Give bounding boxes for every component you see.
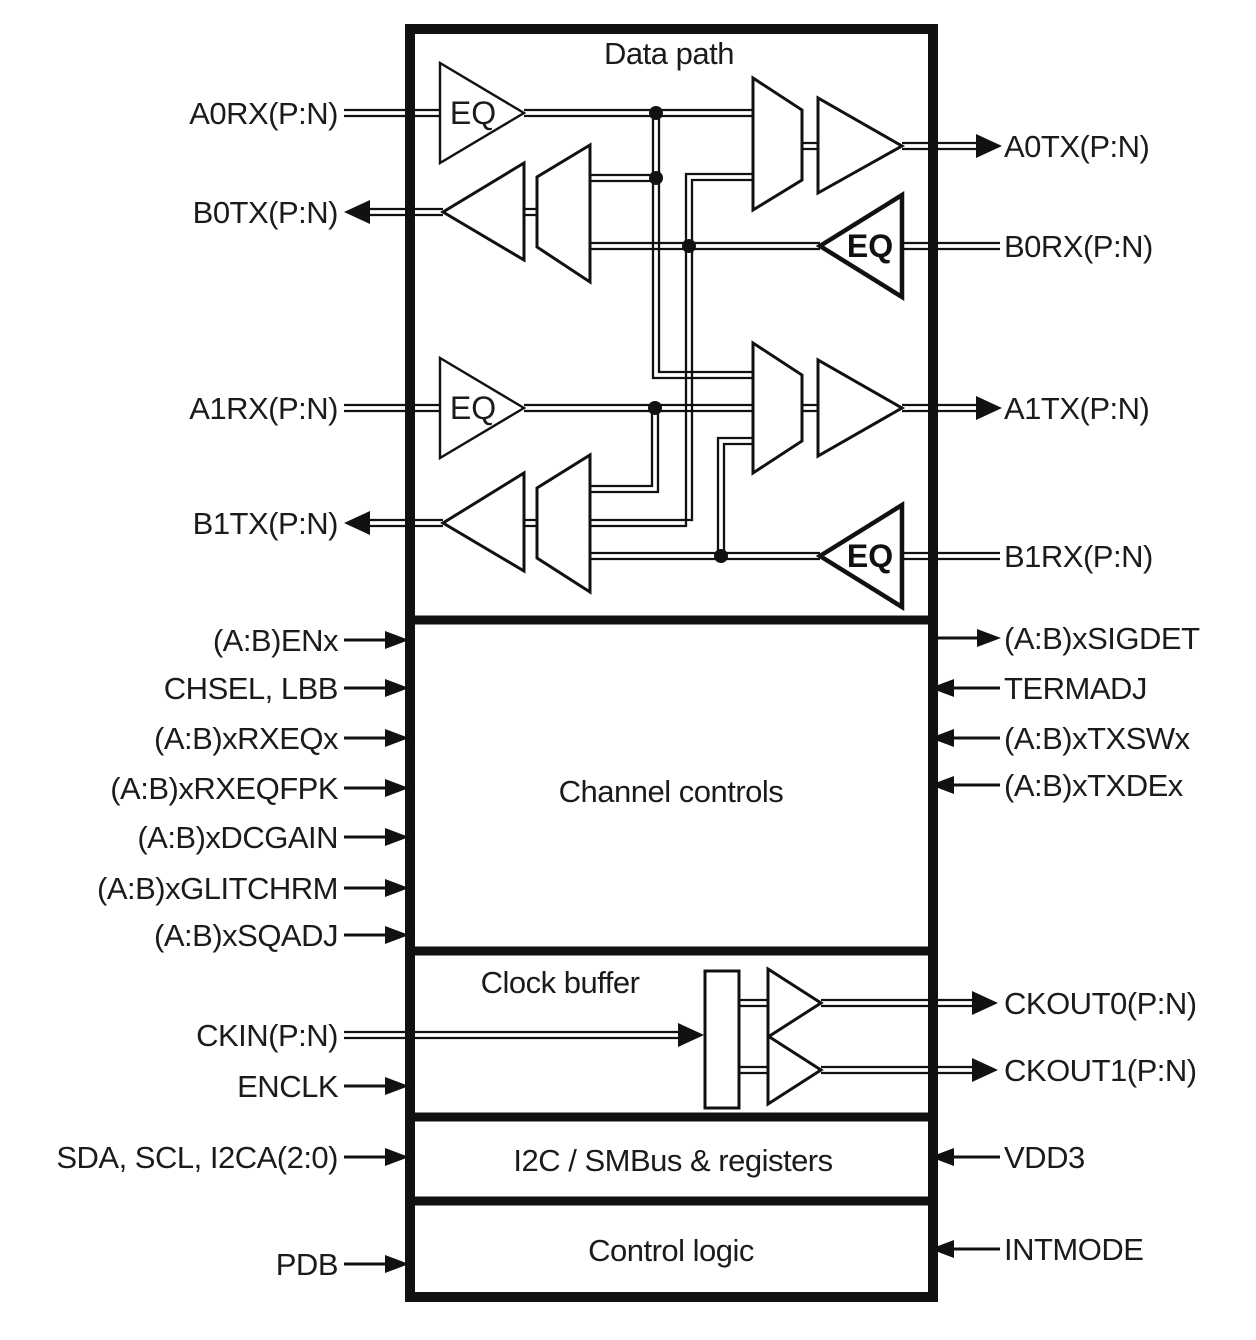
clock-driver-1 (766, 1033, 824, 1107)
b0rx-eq-label: EQ (847, 228, 893, 264)
pin-label-pdb: PDB (276, 1247, 338, 1282)
a1-mux (751, 340, 804, 476)
pin-label-intmode: INTMODE (1004, 1232, 1143, 1267)
section-title-clock-buffer: Clock buffer (481, 965, 640, 1000)
loopback-vertical-b0-tap (590, 172, 753, 528)
left-control-lines (344, 638, 388, 1266)
b1-mux (535, 452, 592, 595)
pin-label-a1tx: A1TX(P:N) (1004, 391, 1149, 426)
section-title-i2c: I2C / SMBus & registers (513, 1143, 832, 1178)
pin-label-termadj: TERMADJ (1004, 671, 1147, 706)
pin-label-sigdet: (A:B)xSIGDET (1004, 621, 1200, 656)
pin-label-vdd3: VDD3 (1004, 1140, 1085, 1175)
pin-label-ckout0: CKOUT0(P:N) (1004, 986, 1197, 1021)
section-title-data-path: Data path (604, 36, 734, 71)
pin-label-txde: (A:B)xTXDEx (1004, 768, 1184, 803)
pin-label-b0rx: B0RX(P:N) (1004, 229, 1153, 264)
pin-label-ckout1: CKOUT1(P:N) (1004, 1053, 1197, 1088)
pin-label-txsw: (A:B)xTXSWx (1004, 721, 1191, 756)
channel-a1-wires (344, 403, 978, 413)
pin-label-enclk: ENCLK (237, 1069, 339, 1104)
pin-label-rxeq: (A:B)xRXEQx (154, 721, 339, 756)
pin-label-a1rx: A1RX(P:N) (189, 391, 338, 426)
a1-eq-triangle (438, 355, 527, 461)
right-control-lines (933, 636, 1000, 1251)
pin-label-dcgain: (A:B)xDCGAIN (137, 820, 338, 855)
b0rx-eq-triangle (815, 190, 905, 302)
b1rx-eq-label: EQ (847, 538, 893, 574)
pin-label-b1rx: B1RX(P:N) (1004, 539, 1153, 574)
b1-driver-triangle (440, 470, 526, 574)
b0-driver-triangle (440, 160, 526, 263)
channel-a0-wires (344, 108, 978, 151)
b1rx-eq-triangle (815, 500, 905, 612)
pin-label-b1tx: B1TX(P:N) (193, 506, 338, 541)
clock-input-block (703, 969, 741, 1110)
pin-label-a0rx: A0RX(P:N) (189, 96, 338, 131)
a1-eq-label: EQ (450, 390, 496, 426)
loopback-vertical-a1-tap (590, 408, 660, 494)
a0-mux (751, 75, 804, 213)
b0-mux (535, 142, 592, 285)
clock-driver-0 (766, 966, 824, 1040)
pin-label-chsel-lbb: CHSEL, LBB (164, 671, 338, 706)
section-title-control-logic: Control logic (588, 1233, 754, 1268)
pin-label-glitchrm: (A:B)xGLITCHRM (97, 871, 338, 906)
clock-wires (344, 998, 972, 1075)
pin-label-rxeqfpk: (A:B)xRXEQFPK (110, 771, 339, 806)
a0-eq-triangle (438, 60, 527, 166)
loopback-vertical-a0-tap (651, 113, 753, 380)
pin-label-a0tx: A0TX(P:N) (1004, 129, 1149, 164)
section-title-channel-controls: Channel controls (559, 774, 784, 809)
pin-label-b0tx: B0TX(P:N) (193, 195, 338, 230)
a1-driver-triangle (816, 357, 906, 459)
output-arrowheads (344, 134, 1002, 1082)
a0-eq-label: EQ (450, 95, 496, 131)
pin-label-sqadj: (A:B)xSQADJ (154, 918, 338, 953)
input-arrowheads (385, 631, 954, 1273)
pin-label-en: (A:B)ENx (213, 623, 339, 658)
loopback-vertical-b1-tap (716, 436, 753, 556)
a0-driver-triangle (816, 95, 906, 196)
pin-label-sda-scl-i2ca: SDA, SCL, I2CA(2:0) (56, 1140, 338, 1175)
chip-outline (405, 24, 938, 1302)
pin-label-ckin: CKIN(P:N) (196, 1018, 338, 1053)
junction-dots (648, 106, 728, 563)
